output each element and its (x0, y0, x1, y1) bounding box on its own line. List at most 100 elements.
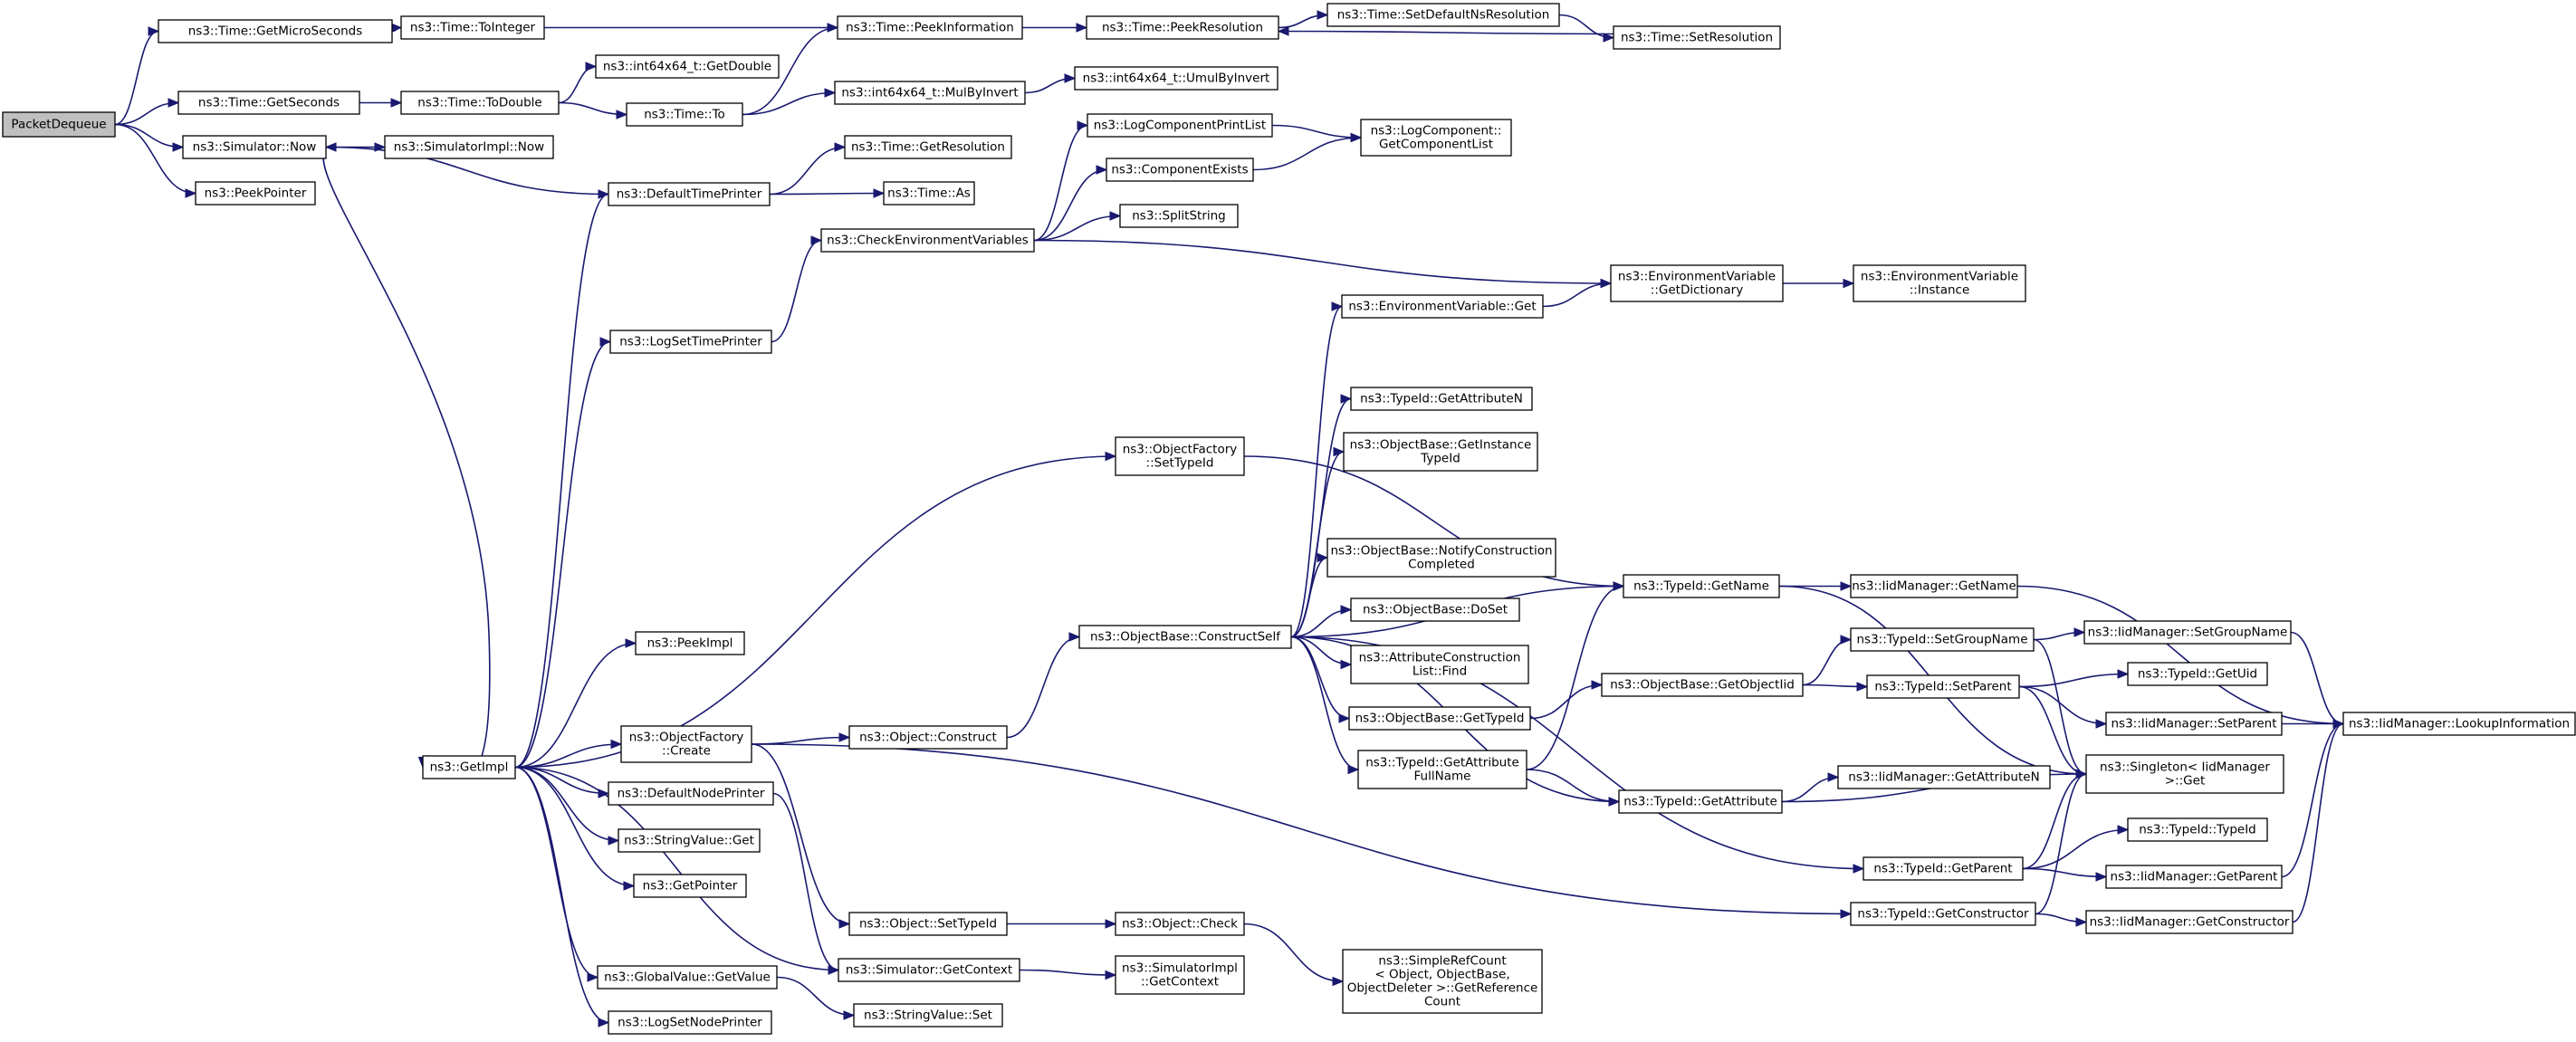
node-label: ns3::EnvironmentVariable (1618, 270, 1776, 284)
node-time-peek-information[interactable]: ns3::Time::PeekInformation (837, 15, 1023, 40)
edge-arrowhead (1277, 26, 1289, 36)
node-label: ObjectDeleter >::GetReference (1347, 981, 1538, 996)
node-time-get-resolution[interactable]: ns3::Time::GetResolution (844, 135, 1012, 159)
node-label: ns3::Simulator::Now (193, 140, 317, 155)
node-typeid-get-name[interactable]: ns3::TypeId::GetName (1623, 574, 1780, 598)
node-env-var-instance[interactable]: ns3::EnvironmentVariable::Instance (1853, 264, 2026, 302)
node-object-set-type-id[interactable]: ns3::Object::SetTypeId (848, 912, 1008, 936)
edge-iid_manager_set_group_name-to-iid_manager_lookup_information (2290, 631, 2344, 725)
node-component-exists[interactable]: ns3::ComponentExists (1106, 158, 1254, 182)
node-object-factory-create[interactable]: ns3::ObjectFactory::Create (620, 725, 752, 763)
node-box (195, 181, 316, 206)
node-simulator-now[interactable]: ns3::Simulator::Now (182, 135, 327, 159)
node-label: ns3::EnvironmentVariable::Get (1348, 300, 1536, 314)
node-env-var-get-dictionary[interactable]: ns3::EnvironmentVariable::GetDictionary (1610, 264, 1784, 302)
node-string-value-get[interactable]: ns3::StringValue::Get (618, 828, 761, 853)
edge-arrowhead (598, 1018, 610, 1028)
node-typeid-set-parent[interactable]: ns3::TypeId::SetParent (1866, 674, 2020, 699)
node-peek-impl[interactable]: ns3::PeekImpl (635, 631, 745, 655)
node-object-base-notify-construction-completed[interactable]: ns3::ObjectBase::NotifyConstructionCompl… (1326, 538, 1556, 578)
node-object-factory-set-type-id[interactable]: ns3::ObjectFactory::SetTypeId (1115, 436, 1245, 476)
node-split-string[interactable]: ns3::SplitString (1119, 204, 1239, 228)
node-object-check[interactable]: ns3::Object::Check (1115, 912, 1245, 936)
node-time-set-resolution[interactable]: ns3::Time::SetResolution (1613, 25, 1781, 50)
node-get-impl[interactable]: ns3::GetImpl (422, 755, 516, 779)
node-label: ns3::TypeId::GetConstructor (1857, 907, 2029, 922)
node-int64x64-get-double[interactable]: ns3::int64x64_t::GetDouble (595, 54, 780, 79)
node-get-pointer[interactable]: ns3::GetPointer (633, 874, 747, 898)
node-label: ns3::Object::Check (1122, 917, 1238, 932)
node-label: ns3::Time::PeekInformation (846, 21, 1014, 35)
node-iid-manager-lookup-information[interactable]: ns3::IidManager::LookupInformation (2342, 712, 2576, 736)
node-box (1850, 574, 2018, 598)
node-object-base-get-object-iid[interactable]: ns3::ObjectBase::GetObjectIid (1601, 673, 1804, 697)
node-typeid-get-uid[interactable]: ns3::TypeId::GetUid (2127, 662, 2268, 686)
node-time-to[interactable]: ns3::Time::To (626, 102, 743, 127)
edge-arrowhead (2332, 719, 2345, 729)
node-time-as[interactable]: ns3::Time::As (883, 181, 975, 206)
node-typeid-get-parent[interactable]: ns3::TypeId::GetParent (1863, 856, 2024, 881)
node-time-set-default-ns-resolution[interactable]: ns3::Time::SetDefaultNsResolution (1326, 3, 1560, 27)
edge-arrowhead (585, 62, 598, 72)
node-object-base-get-type-id[interactable]: ns3::ObjectBase::GetTypeId (1348, 706, 1531, 731)
edge-object_base_get_type_id-to-object_base_get_object_iid (1529, 684, 1603, 720)
node-box (1074, 66, 1278, 91)
node-typeid-get-attribute-n[interactable]: ns3::TypeId::GetAttributeN (1350, 387, 1533, 411)
edge-object_base_construct_self-to-typeid_get_attribute_full_name (1290, 636, 1359, 770)
node-default-time-printer[interactable]: ns3::DefaultTimePrinter (608, 182, 771, 206)
node-iid-manager-set-parent[interactable]: ns3::IidManager::SetParent (2105, 712, 2283, 736)
node-default-node-printer[interactable]: ns3::DefaultNodePrinter (608, 781, 774, 806)
node-object-base-do-set[interactable]: ns3::ObjectBase::DoSet (1350, 597, 1520, 622)
node-iid-manager-get-attribute-n[interactable]: ns3::IidManager::GetAttributeN (1837, 765, 2051, 789)
edge-arrowhead (1338, 713, 1351, 723)
node-iid-manager-set-group-name[interactable]: ns3::IidManager::SetGroupName (2083, 620, 2292, 645)
node-typeid-typeid[interactable]: ns3::TypeId::TypeId (2127, 817, 2268, 842)
node-typeid-set-group-name[interactable]: ns3::TypeId::SetGroupName (1850, 627, 2035, 652)
node-typeid-get-constructor[interactable]: ns3::TypeId::GetConstructor (1850, 902, 2036, 926)
edge-arrowhead (625, 638, 637, 648)
node-log-set-node-printer[interactable]: ns3::LogSetNodePrinter (608, 1010, 772, 1035)
node-time-get-seconds[interactable]: ns3::Time::GetSeconds (177, 91, 360, 115)
node-label: ns3::Simulator::GetContext (846, 963, 1012, 978)
node-label: ns3::LogSetNodePrinter (618, 1016, 762, 1030)
node-iid-manager-get-parent[interactable]: ns3::IidManager::GetParent (2105, 865, 2283, 889)
node-env-var-get[interactable]: ns3::EnvironmentVariable::Get (1341, 294, 1544, 319)
node-packet-dequeue[interactable]: PacketDequeue (2, 111, 116, 138)
node-simulator-get-context[interactable]: ns3::Simulator::GetContext (838, 958, 1020, 982)
node-simulator-impl-now[interactable]: ns3::SimulatorImpl::Now (384, 135, 554, 159)
node-object-base-construct-self[interactable]: ns3::ObjectBase::ConstructSelf (1078, 625, 1292, 649)
edge-get_impl-to-peek_impl (514, 642, 637, 769)
node-iid-manager-get-constructor[interactable]: ns3::IidManager::GetConstructor (2085, 910, 2294, 934)
node-log-component-print-list[interactable]: ns3::LogComponentPrintList (1087, 113, 1273, 138)
node-label: ns3::Time::GetMicroSeconds (188, 24, 363, 39)
node-int64x64-mul-by-invert[interactable]: ns3::int64x64_t::MulByInvert (834, 81, 1026, 105)
node-box (597, 965, 778, 989)
node-time-to-integer[interactable]: ns3::Time::ToInteger (400, 15, 545, 40)
node-global-value-get-value[interactable]: ns3::GlobalValue::GetValue (597, 965, 778, 989)
node-iid-manager-get-name[interactable]: ns3::IidManager::GetName (1850, 574, 2018, 598)
node-box (1115, 436, 1245, 476)
node-simulator-impl-get-context[interactable]: ns3::SimulatorImpl::GetContext (1115, 955, 1245, 995)
edge-arrowhead (1340, 605, 1353, 615)
node-log-component-get-component-list[interactable]: ns3::LogComponent::GetComponentList (1360, 119, 1512, 157)
edge-get_impl-to-simulator_get_context (514, 766, 839, 971)
edge-check_environment_variables-to-component_exists (1033, 168, 1107, 242)
node-typeid-get-attribute[interactable]: ns3::TypeId::GetAttribute (1618, 789, 1783, 814)
node-singleton-iid-manager-get[interactable]: ns3::Singleton< IidManager >::Get (2085, 754, 2284, 794)
node-simple-ref-count-get-reference-count[interactable]: ns3::SimpleRefCount< Object, ObjectBase,… (1342, 949, 1543, 1014)
node-time-to-double[interactable]: ns3::Time::ToDouble (400, 91, 560, 115)
node-time-peek-resolution[interactable]: ns3::Time::PeekResolution (1086, 15, 1279, 40)
node-int64x64-umul-by-invert[interactable]: ns3::int64x64_t::UmulByInvert (1074, 66, 1278, 91)
node-peek-pointer[interactable]: ns3::PeekPointer (195, 181, 316, 206)
node-label: ns3::IidManager::GetConstructor (2090, 915, 2290, 930)
node-log-set-time-printer[interactable]: ns3::LogSetTimePrinter (609, 330, 772, 354)
node-label: ns3::TypeId::SetGroupName (1856, 633, 2027, 647)
node-string-value-set[interactable]: ns3::StringValue::Set (853, 1003, 1003, 1028)
node-check-environment-variables[interactable]: ns3::CheckEnvironmentVariables (820, 228, 1035, 253)
node-get-micro-seconds[interactable]: ns3::Time::GetMicroSeconds (158, 19, 393, 43)
node-object-construct[interactable]: ns3::Object::Construct (848, 725, 1008, 750)
